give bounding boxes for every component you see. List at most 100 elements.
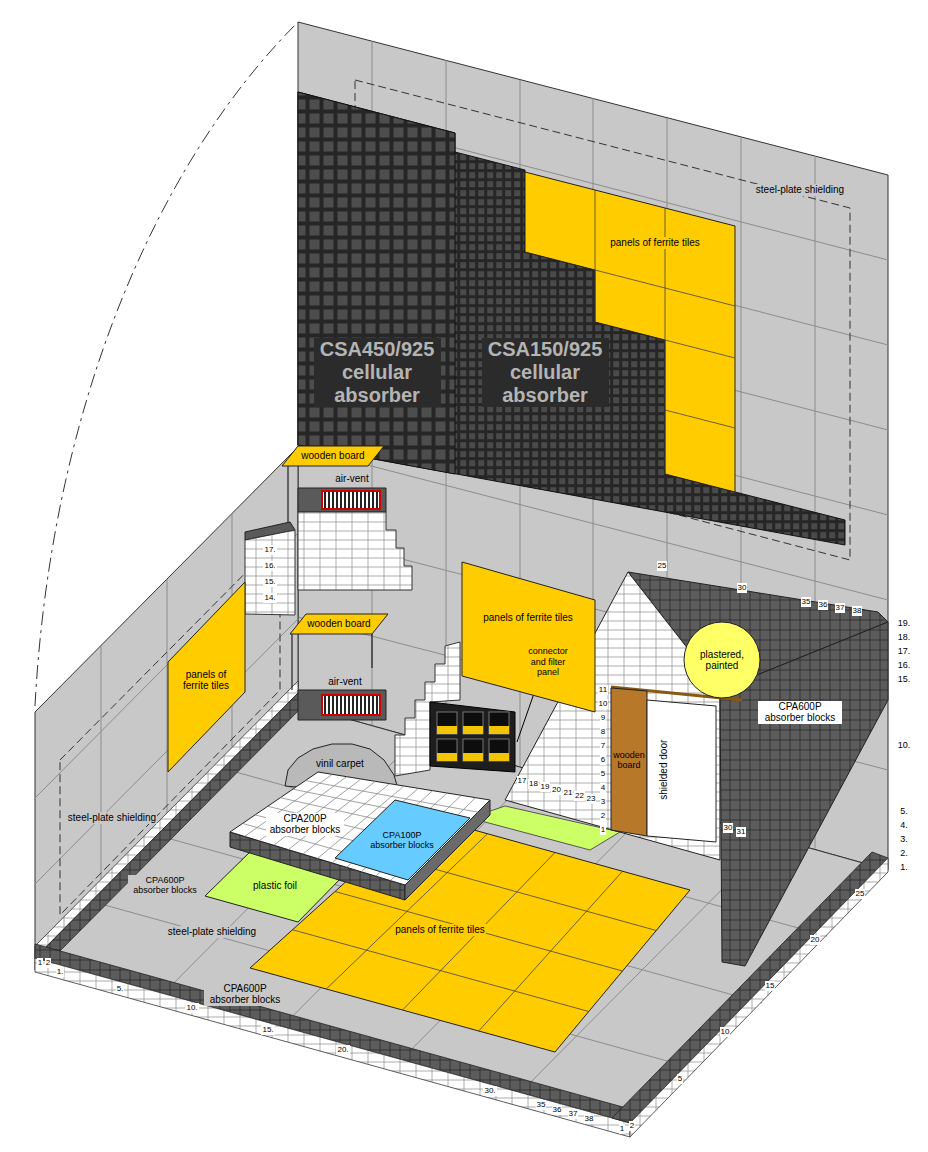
callout-number: 16. xyxy=(263,561,276,570)
ferrite-panel xyxy=(168,582,245,772)
callout-number: 4 xyxy=(600,783,606,792)
callout-number: 10 xyxy=(720,1027,731,1036)
part-label: panels of ferrite tiles xyxy=(483,612,573,624)
callout-number: 35 xyxy=(536,1100,547,1109)
part-label: wooden board xyxy=(612,750,647,771)
cell xyxy=(463,712,483,734)
shielded-door: shielded door xyxy=(645,698,718,844)
callout-number: 30. xyxy=(483,1086,496,1095)
tile-seam xyxy=(335,892,623,972)
callout-number: 9 xyxy=(600,713,606,722)
callout-number: 3. xyxy=(900,834,908,844)
callout-number: 17. xyxy=(263,545,276,554)
part-label: CPA600P absorber blocks xyxy=(204,983,286,1006)
cell xyxy=(463,753,483,761)
shielded-door xyxy=(647,700,716,842)
cell xyxy=(437,739,457,761)
callout-number: 1. xyxy=(900,862,908,872)
plaster-circle-graphic xyxy=(684,622,760,698)
ferrite-panel-graphic xyxy=(168,582,245,772)
part-label: connector and filter panel xyxy=(520,646,576,677)
callout-number: 17. xyxy=(898,646,911,656)
part-label: CPA100P absorber blocks xyxy=(367,830,437,851)
callout-number: 15. xyxy=(898,674,911,684)
cellular-absorber-large xyxy=(298,92,455,474)
callout-number: 20 xyxy=(551,785,562,794)
tile-seam xyxy=(595,190,596,322)
ferrite-panel-graphic xyxy=(462,562,595,712)
connector-box xyxy=(430,702,515,772)
cell xyxy=(489,712,509,734)
ferrite-panel xyxy=(525,172,735,492)
callout-number: 10 xyxy=(598,699,609,708)
ferrite-panel: panels of ferrite tiles xyxy=(523,170,737,494)
callout-number: 37 xyxy=(835,603,846,612)
part-label: air-vent xyxy=(327,676,362,688)
absorber-stack xyxy=(245,530,295,615)
callout-number: 38 xyxy=(584,1114,595,1123)
ferrite-panel: panels of ferrite tiles xyxy=(460,560,597,714)
part-label: panels of ferrite tiles xyxy=(173,669,239,692)
part-label: CSA450/925 cellular absorber xyxy=(314,338,441,407)
callout-number: 1 xyxy=(619,1124,625,1133)
shielded-door-outline xyxy=(645,698,718,844)
cell xyxy=(437,712,457,734)
part-label: air-vent xyxy=(334,473,369,485)
ferrite-panel-outline xyxy=(523,170,737,494)
ferrite-panel: panels of ferrite tiles xyxy=(166,580,247,774)
callout-number: 10. xyxy=(185,1003,198,1012)
callout-number: 31 xyxy=(736,827,747,836)
plaster-circle xyxy=(684,622,760,698)
plaster-circle: plastered, painted xyxy=(682,620,762,700)
callout-number: 5 xyxy=(677,1074,683,1083)
callout-number: 15. xyxy=(261,1025,274,1034)
tile-seam xyxy=(665,340,735,358)
shielded-door-graphic xyxy=(647,700,716,842)
callout-number: 3 xyxy=(600,797,606,806)
callout-number: 22 xyxy=(574,791,585,800)
cell xyxy=(489,753,509,761)
callout-number: 1. xyxy=(56,967,65,976)
callout-number: 37 xyxy=(568,1109,579,1118)
absorber-platform: CPA200P absorber blocksCPA100P absorber … xyxy=(228,770,492,902)
wooden-board: wooden board xyxy=(288,612,390,636)
callout-number: 4. xyxy=(900,820,908,830)
callout-number: 17 xyxy=(517,776,528,785)
callout-number: 1 xyxy=(37,958,43,967)
cell xyxy=(437,753,457,761)
absorber-platform xyxy=(230,772,490,885)
wooden-board-graphic xyxy=(611,688,647,836)
cell xyxy=(463,739,483,761)
part-label: CPA600P absorber blocks xyxy=(128,875,202,896)
wooden-board: wooden board xyxy=(609,686,649,838)
ferrite-panel-graphic xyxy=(525,172,735,492)
part-label: CSA150/925 cellular absorber xyxy=(482,338,609,407)
callout-number: 36 xyxy=(552,1105,563,1114)
callout-number: 36 xyxy=(818,600,829,609)
callout-number: 2 xyxy=(600,811,606,820)
callout-number: 21 xyxy=(563,788,574,797)
cell xyxy=(437,726,457,734)
cell xyxy=(489,739,509,761)
air-vent-grille xyxy=(322,491,380,509)
board-post xyxy=(288,466,289,526)
tile-seam xyxy=(595,270,735,306)
part-label: plastic foil xyxy=(253,880,297,892)
callout-number: 1 xyxy=(600,825,606,834)
part-label: vinil carpet xyxy=(316,758,364,770)
callout-number: 38 xyxy=(852,606,863,615)
vent-housing xyxy=(298,488,386,512)
callout-number: 10. xyxy=(898,740,911,750)
callout-number: 23 xyxy=(586,794,597,803)
wooden-board xyxy=(611,688,647,836)
part-label: steel-plate shielding xyxy=(755,184,845,196)
wooden-board-graphic xyxy=(290,614,388,634)
part-label: wooden board xyxy=(301,450,364,462)
absorber-platform-graphic xyxy=(230,772,490,900)
connector-cells xyxy=(437,712,509,761)
callout-number: 19 xyxy=(540,782,551,791)
callout-number: 8 xyxy=(600,727,606,736)
callout-number: 11 xyxy=(598,685,608,694)
